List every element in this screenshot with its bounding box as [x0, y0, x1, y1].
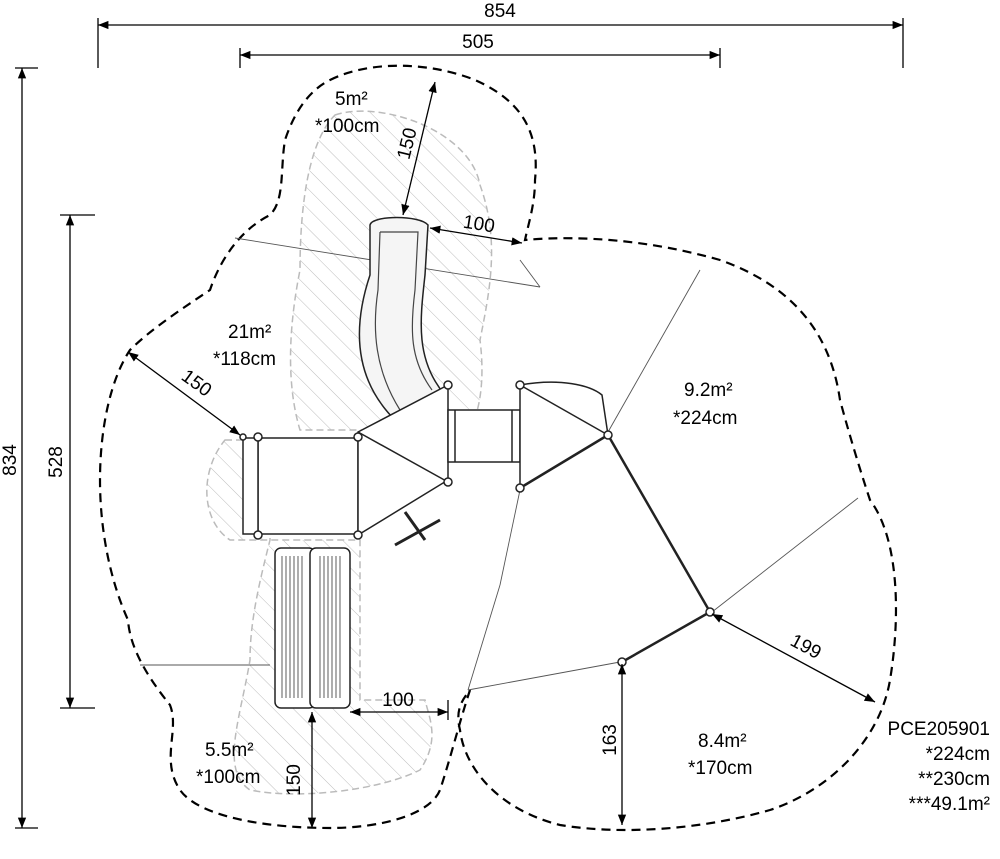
- zone-bottom-right-height: *170cm: [688, 758, 752, 779]
- zone-right-area: 9.2m²: [684, 380, 733, 401]
- rope-rails: [519, 433, 712, 664]
- tube-slide: [358, 216, 447, 421]
- zone-left-height: *118cm: [213, 349, 276, 370]
- zone-right-height: *224cm: [673, 408, 737, 429]
- dim-safety-slide-side: 100: [462, 212, 497, 238]
- rail-handle: [394, 511, 441, 547]
- zone-labels: 5m² *100cm 21m² *118cm 9.2m² *224cm 5.5m…: [196, 89, 752, 788]
- product-free-height: **230cm: [918, 769, 990, 790]
- dim-safety-bottom-side: 100: [382, 690, 414, 711]
- zone-top-area: 5m²: [335, 89, 368, 110]
- dim-overall-height: 834: [0, 444, 21, 476]
- zone-bottom-right-area: 8.4m²: [698, 731, 747, 752]
- dim-structure-height: 528: [46, 446, 67, 478]
- zone-left-area: 21m²: [228, 322, 271, 343]
- dimension-lines: [15, 18, 904, 829]
- product-info: PCE205901 *224cm **230cm ***49.1m²: [888, 719, 990, 815]
- dim-safety-bottom: 150: [284, 764, 305, 796]
- product-code: PCE205901: [888, 719, 990, 740]
- product-total-area: ***49.1m²: [909, 794, 990, 815]
- play-structure: [239, 216, 715, 709]
- tunnel-bridge: [447, 409, 521, 463]
- double-slide-right: [309, 547, 351, 709]
- double-slide-left: [274, 547, 316, 709]
- zone-bottom-left-height: *100cm: [196, 767, 260, 788]
- dim-structure-width: 505: [462, 32, 494, 53]
- zone-divider-lines: [140, 237, 859, 691]
- dim-overall-width: 854: [484, 1, 516, 22]
- product-fall-height: *224cm: [926, 744, 990, 765]
- safety-zone-outline: [98, 64, 898, 832]
- zone-top-height: *100cm: [315, 116, 379, 137]
- dim-safety-lower-right: 163: [600, 724, 621, 756]
- dim-safety-right: 199: [787, 630, 825, 663]
- deck-left: [257, 437, 359, 535]
- zone-bottom-left-area: 5.5m²: [205, 740, 254, 761]
- tower-right: [519, 381, 609, 490]
- dim-safety-left: 150: [177, 366, 215, 402]
